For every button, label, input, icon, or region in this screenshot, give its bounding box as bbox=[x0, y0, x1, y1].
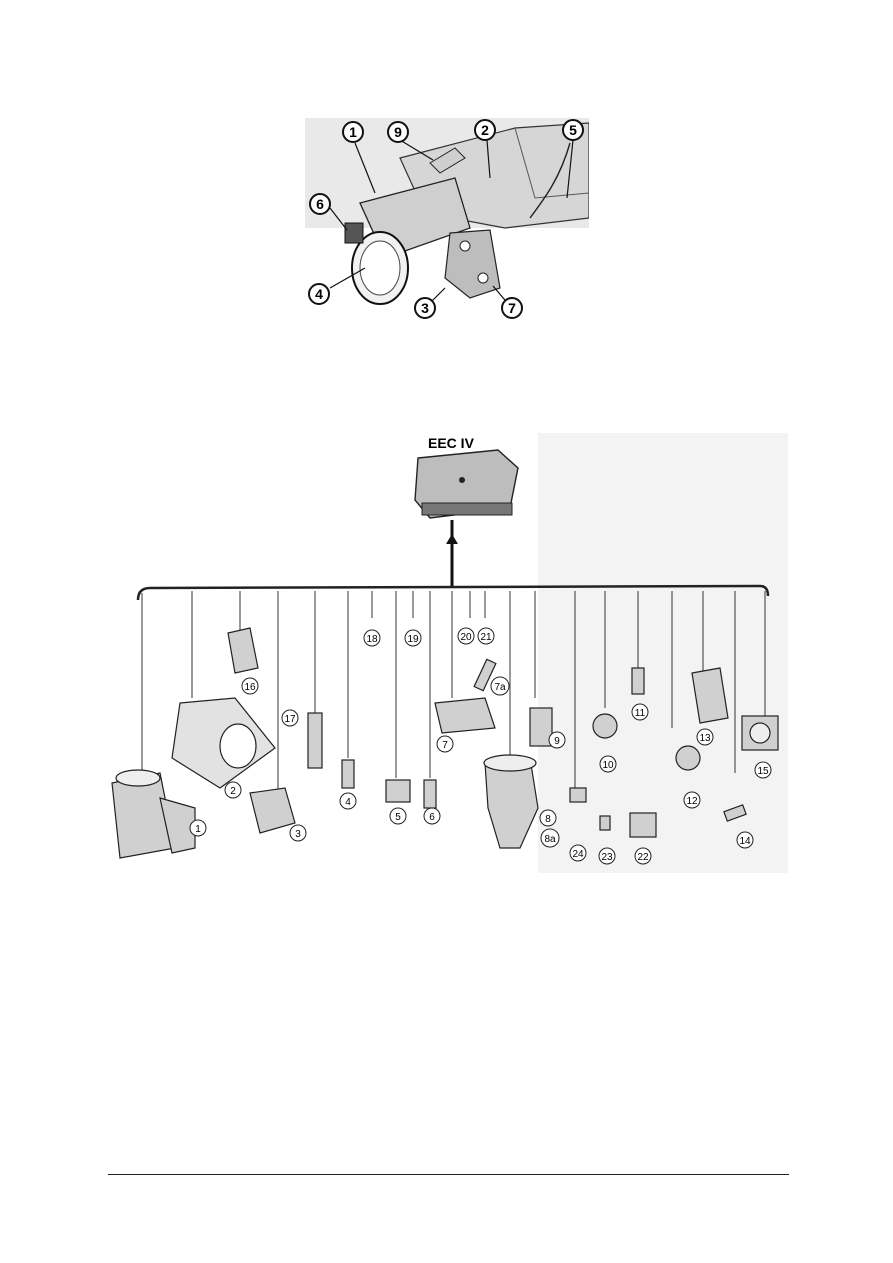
svg-text:7a: 7a bbox=[494, 682, 506, 693]
label-15: 15 bbox=[754, 761, 772, 779]
svg-text:1: 1 bbox=[349, 124, 357, 140]
svg-text:18: 18 bbox=[366, 634, 378, 645]
callout-1: 1 bbox=[342, 121, 364, 143]
svg-text:22: 22 bbox=[637, 852, 649, 863]
svg-text:11: 11 bbox=[635, 708, 646, 719]
label-5: 5 bbox=[389, 807, 407, 825]
svg-text:7: 7 bbox=[442, 740, 448, 751]
callout-6: 6 bbox=[309, 193, 331, 215]
label-3: 3 bbox=[289, 824, 307, 842]
svg-text:21: 21 bbox=[480, 632, 492, 643]
label-14: 14 bbox=[736, 831, 754, 849]
label-19: 19 bbox=[404, 629, 422, 647]
label-10: 10 bbox=[599, 755, 617, 773]
svg-text:6: 6 bbox=[316, 196, 324, 212]
component-3 bbox=[249, 787, 296, 834]
svg-text:8a: 8a bbox=[544, 834, 556, 845]
label-18: 18 bbox=[363, 629, 381, 647]
label-20: 20 bbox=[457, 627, 475, 645]
throttle-body-figure: 1 9 2 5 6 4 3 7 bbox=[305, 118, 590, 322]
label-8: 8 bbox=[539, 809, 557, 827]
eec-iv-wiring-drawing: EEC IV bbox=[111, 433, 788, 873]
svg-text:7: 7 bbox=[508, 300, 516, 316]
label-24: 24 bbox=[569, 844, 587, 862]
svg-text:2: 2 bbox=[230, 786, 236, 797]
label-12: 12 bbox=[683, 791, 701, 809]
label-8a: 8a bbox=[540, 828, 560, 848]
callout-5: 5 bbox=[562, 119, 584, 141]
svg-text:12: 12 bbox=[686, 796, 698, 807]
component-7a bbox=[473, 658, 497, 692]
label-22: 22 bbox=[634, 847, 652, 865]
component-16 bbox=[227, 627, 259, 674]
svg-text:4: 4 bbox=[345, 797, 351, 808]
eec-iv-title: EEC IV bbox=[428, 435, 475, 451]
callout-4: 4 bbox=[308, 283, 330, 305]
callout-2: 2 bbox=[474, 119, 496, 141]
label-9: 9 bbox=[548, 731, 566, 749]
callout-9: 9 bbox=[387, 121, 409, 143]
svg-text:23: 23 bbox=[601, 852, 613, 863]
label-7: 7 bbox=[436, 735, 454, 753]
svg-text:10: 10 bbox=[602, 760, 614, 771]
svg-text:24: 24 bbox=[572, 849, 584, 860]
svg-text:13: 13 bbox=[699, 733, 711, 744]
component-17 bbox=[307, 712, 323, 769]
component-12 bbox=[675, 745, 701, 771]
svg-text:20: 20 bbox=[460, 632, 472, 643]
component-10 bbox=[592, 713, 618, 739]
component-6 bbox=[423, 779, 437, 809]
svg-text:3: 3 bbox=[421, 300, 429, 316]
svg-text:19: 19 bbox=[407, 634, 419, 645]
svg-text:3: 3 bbox=[295, 829, 301, 840]
label-6: 6 bbox=[423, 807, 441, 825]
label-2: 2 bbox=[224, 781, 242, 799]
component-11 bbox=[631, 667, 645, 695]
component-5 bbox=[385, 779, 411, 803]
svg-text:14: 14 bbox=[739, 836, 751, 847]
svg-text:17: 17 bbox=[284, 714, 296, 725]
label-21: 21 bbox=[477, 627, 495, 645]
label-7a: 7a bbox=[490, 676, 510, 696]
component-23 bbox=[599, 815, 611, 831]
footer-rule bbox=[108, 1174, 789, 1175]
label-4: 4 bbox=[339, 792, 357, 810]
component-7 bbox=[434, 697, 496, 734]
throttle-body-drawing: 1 9 2 5 6 4 3 7 bbox=[305, 118, 590, 319]
eec-iv-figure: EEC IV bbox=[100, 428, 790, 873]
svg-text:5: 5 bbox=[395, 812, 401, 823]
svg-text:9: 9 bbox=[394, 124, 402, 140]
component-22 bbox=[629, 812, 657, 838]
label-1: 1 bbox=[189, 819, 207, 837]
callout-3: 3 bbox=[414, 297, 436, 319]
svg-text:8: 8 bbox=[545, 814, 551, 825]
label-23: 23 bbox=[598, 847, 616, 865]
svg-text:9: 9 bbox=[554, 736, 560, 747]
callout-7: 7 bbox=[501, 297, 523, 319]
component-24 bbox=[569, 787, 587, 803]
svg-text:16: 16 bbox=[244, 682, 256, 693]
component-9 bbox=[529, 707, 553, 747]
svg-text:6: 6 bbox=[429, 812, 435, 823]
component-13 bbox=[691, 667, 729, 724]
svg-text:1: 1 bbox=[195, 824, 201, 835]
label-13: 13 bbox=[696, 728, 714, 746]
svg-text:5: 5 bbox=[569, 122, 577, 138]
svg-text:4: 4 bbox=[315, 286, 323, 302]
ecu-module bbox=[414, 449, 519, 519]
component-14 bbox=[723, 804, 747, 822]
component-4 bbox=[341, 759, 355, 789]
label-17: 17 bbox=[281, 709, 299, 727]
label-16: 16 bbox=[241, 677, 259, 695]
label-11: 11 bbox=[631, 703, 649, 721]
svg-text:2: 2 bbox=[481, 122, 489, 138]
svg-text:15: 15 bbox=[757, 766, 769, 777]
